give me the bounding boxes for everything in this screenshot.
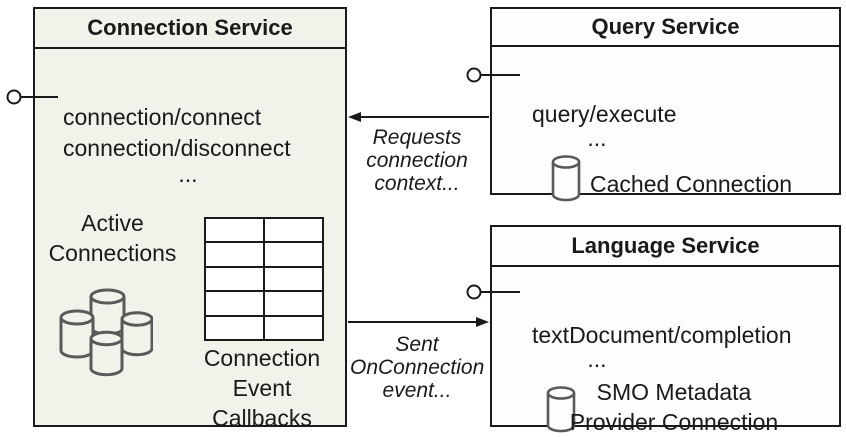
connection-service-box: Connection Service connection/connect co… [33, 7, 347, 431]
language-methods-ellipsis: ... [587, 346, 607, 372]
sent-event-arrow [348, 317, 489, 327]
table-cell [205, 291, 264, 316]
requests-arrow [348, 112, 489, 122]
table-cell [264, 266, 323, 292]
callbacks-table [204, 217, 324, 341]
method-connection-connect: connection/connect [63, 104, 262, 130]
table-cell [264, 242, 323, 267]
requests-connection-context-label: Requests connection context... [366, 126, 468, 195]
query-service-box: Query Service query/execute ... Cached C… [490, 7, 841, 202]
database-cluster-icon [59, 288, 153, 377]
table-cell [205, 266, 264, 292]
table-cell [205, 242, 264, 267]
language-service-box: Language Service textDocument/completion… [490, 225, 841, 435]
method-connection-disconnect: connection/disconnect [63, 135, 291, 161]
table-cell [205, 218, 264, 243]
active-connections-label: Active Connections [48, 210, 177, 266]
connection-methods-ellipsis: ... [178, 161, 198, 187]
language-service-title: Language Service [492, 227, 839, 267]
query-service-title: Query Service [492, 9, 839, 47]
connection-event-callbacks-label: Connection Event Callbacks [203, 345, 321, 431]
database-icon [546, 386, 576, 433]
table-cell [205, 315, 264, 340]
table-cell [264, 315, 323, 340]
method-query-execute: query/execute [532, 101, 677, 127]
connection-service-title: Connection Service [35, 9, 345, 49]
database-icon [551, 155, 581, 202]
table-cell [264, 291, 323, 316]
sent-onconnection-event-label: Sent OnConnection event... [350, 333, 485, 402]
smo-metadata-provider-label: SMO Metadata Provider Connection [569, 379, 779, 435]
cached-connection-label: Cached Connection [590, 171, 793, 197]
query-methods-ellipsis: ... [587, 125, 607, 151]
table-cell [264, 218, 323, 243]
method-textdocument-completion: textDocument/completion [532, 322, 792, 348]
